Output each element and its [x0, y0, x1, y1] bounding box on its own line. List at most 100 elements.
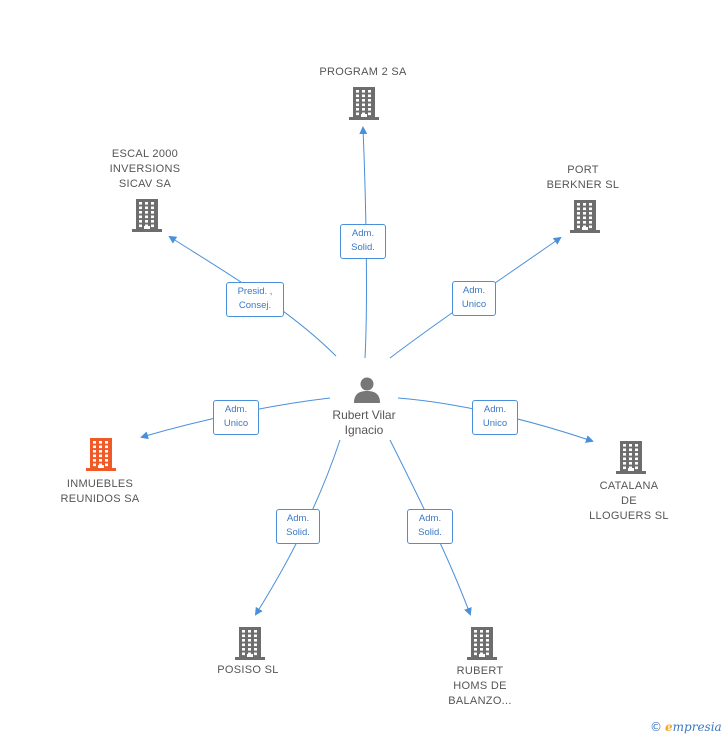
building-window [105, 454, 108, 458]
building-window [635, 444, 638, 447]
role-badge-inmuebles[interactable]: Adm. Unico [213, 400, 259, 435]
building-window [583, 216, 586, 220]
building-window [151, 220, 154, 223]
building-window [362, 99, 365, 102]
building-icon-port[interactable] [569, 199, 601, 238]
company-label-line: ESCAL 2000 [111, 148, 179, 160]
company-label-catalana[interactable]: CATALANA DE LLOGUERS SL [569, 479, 689, 524]
building-icon-inmuebles[interactable] [85, 437, 117, 476]
building-window [480, 634, 483, 638]
edges [140, 126, 594, 616]
building-window [474, 634, 477, 638]
building-window [99, 441, 102, 444]
role-badge-posiso[interactable]: Adm. Solid. [276, 509, 320, 544]
building-window [486, 634, 489, 638]
building-window [368, 94, 371, 98]
building-window [635, 448, 638, 452]
company-label-line: INMUEBLES [66, 478, 134, 490]
company-label-line: CATALANA [599, 480, 659, 492]
building-window [254, 634, 257, 638]
building-window [356, 94, 359, 98]
building-window [99, 459, 102, 462]
building-base [616, 471, 646, 474]
role-badge-program2[interactable]: Adm. Solid. [340, 224, 386, 259]
role-badge-rubert[interactable]: Adm. Solid. [407, 509, 453, 544]
company-label-line: PORT [567, 164, 599, 176]
building-window [589, 203, 592, 206]
building-base [349, 117, 379, 120]
role-badge-escal[interactable]: Presid. , Consej. [226, 282, 284, 317]
company-label-line: BALANZO... [448, 695, 512, 707]
building-window [629, 448, 632, 452]
building-window [356, 103, 359, 107]
building-icon-program2[interactable] [348, 86, 380, 125]
building-window [145, 215, 148, 219]
building-window [151, 224, 154, 228]
building-window [93, 463, 96, 467]
building-icon-catalana[interactable] [615, 440, 647, 479]
building-window [362, 94, 365, 98]
building-window [254, 648, 257, 651]
building-window [105, 463, 108, 467]
center-name-line1: Rubert Vilar [332, 408, 396, 422]
company-label-posiso[interactable]: POSISO SL [188, 663, 308, 678]
building-window [248, 634, 251, 638]
role-badge-line: Adm. [286, 513, 310, 524]
company-label-line: PROGRAM 2 SA [319, 66, 407, 78]
building-window [248, 639, 251, 642]
building-window [356, 112, 359, 116]
building-window [623, 462, 626, 465]
company-label-port[interactable]: PORT BERKNER SL [523, 163, 643, 193]
company-label-inmuebles[interactable]: INMUEBLES REUNIDOS SA [40, 477, 160, 507]
company-label-program2[interactable]: PROGRAM 2 SA [293, 65, 433, 80]
building-window [254, 630, 257, 633]
building-window [151, 202, 154, 205]
building-door [247, 654, 253, 657]
building-window [356, 108, 359, 111]
role-badge-line: Adm. [483, 404, 507, 415]
company-label-escal[interactable]: ESCAL 2000 INVERSIONS SICAV SA [85, 147, 205, 192]
building-window [105, 445, 108, 449]
building-window [362, 90, 365, 93]
center-person-label[interactable]: Rubert Vilar Ignacio [312, 408, 416, 438]
building-window [139, 215, 142, 219]
building-icon-rubert[interactable] [466, 626, 498, 665]
building-window [93, 454, 96, 458]
center-name-line2: Ignacio [344, 423, 384, 437]
building-window [254, 643, 257, 647]
building-window [577, 207, 580, 211]
building-window [248, 643, 251, 647]
building-window [145, 206, 148, 210]
building-window [577, 216, 580, 220]
building-window [105, 441, 108, 444]
company-label-line: DE [621, 495, 637, 507]
company-label-line: RUBERT [456, 665, 504, 677]
brand-name: mpresia [672, 720, 722, 734]
building-icon-posiso[interactable] [234, 626, 266, 665]
building-icon-escal[interactable] [131, 198, 163, 237]
building-window [99, 450, 102, 453]
building-window [583, 207, 586, 211]
building-base [570, 230, 600, 233]
brand-logo: ©empresia [650, 720, 722, 734]
role-badge-line: Presid. , [237, 286, 273, 297]
building-window [93, 445, 96, 449]
building-window [474, 639, 477, 642]
company-label-rubert[interactable]: RUBERT HOMS DE BALANZO... [420, 664, 540, 709]
building-window [623, 466, 626, 470]
building-window [635, 453, 638, 456]
role-badge-line: Consej. [238, 300, 272, 311]
building-window [368, 103, 371, 107]
building-window [242, 643, 245, 647]
building-window [151, 211, 154, 214]
building-window [629, 444, 632, 447]
building-window [474, 643, 477, 647]
role-badge-catalana[interactable]: Adm. Unico [472, 400, 518, 435]
building-window [589, 207, 592, 211]
building-window [589, 212, 592, 215]
role-badge-port[interactable]: Adm. Unico [452, 281, 496, 316]
building-window [248, 630, 251, 633]
copyright-symbol: © [650, 720, 662, 734]
building-window [139, 206, 142, 210]
building-window [577, 225, 580, 229]
